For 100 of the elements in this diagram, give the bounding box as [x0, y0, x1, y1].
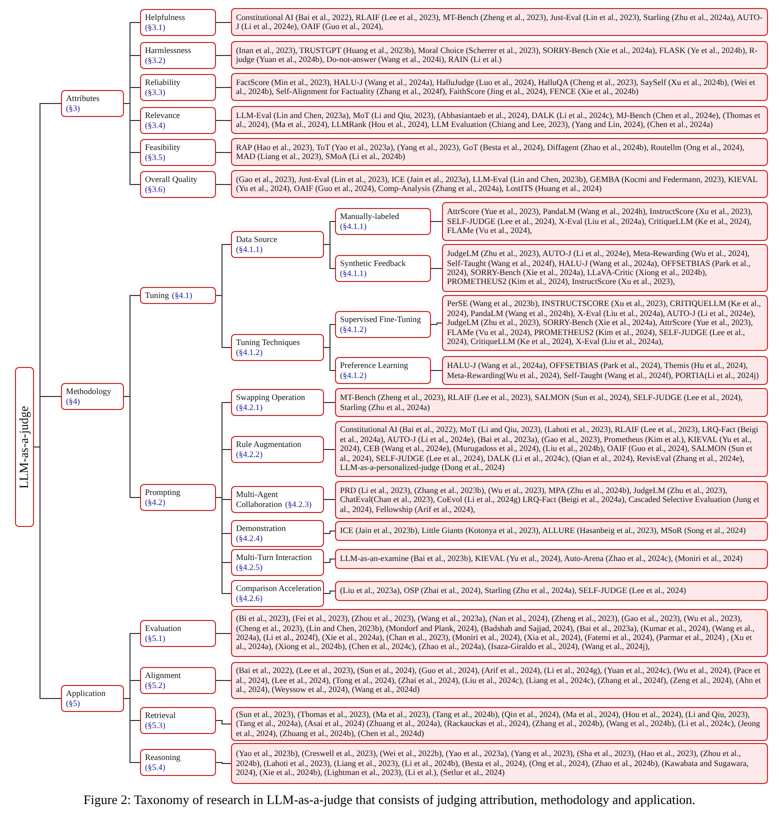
category-label: Swapping Operation: [236, 392, 306, 402]
section-ref: (§5.4): [145, 762, 166, 772]
citation-list: PerSE (Wang et al., 2023b), INSTRUCTSCORE (Xu et al., 2023), CRITIQUELLM (Ke et al., 2024), PandaLM (Wang et al., 2024h), X-Eval (Liu et al., 2024a), AUTO-J (Li et al., 2024e), JudgeLM (Zhu et al., 2023), SORRY-Bench (Xie et al., 2024a), AttrScore (Yue et al., 2023), FLAMe (Vu et al., 2024), PROMETHEUS2 (Kim et al., 2024), SELF-JUDGE (Lee et al., 2024), CritiqueLLM (Ke et al., 2024), X-Eval (Liu et al., 2024a),: [447, 299, 763, 347]
category-label: Rule Augmentation: [236, 440, 302, 450]
citation-list: (Bai et al., 2022), (Lee et al., 2023), (Sun et al., 2024), (Guo et al., 2024), (Arif et al., 2024), (Li et al., 2024g), (Yuan et al., 2024c), (Wu et al., 2024), (Pace et al., 2024), (Lee et al., 2024), (Tong et al., 2024), (Zhai et al., 2024), (Liu et al., 2024c), (Liang et al., 2024c), (Zhang et al., 2024f), (Zeng et al., 2024), (Ahn et al., 2024), (Weyssow et al., 2024), (Wang et al., 2024d): [236, 666, 763, 695]
category-box: [231, 334, 324, 361]
reference-box: [231, 170, 768, 198]
tree-connector: [324, 449, 336, 450]
category-box: [140, 139, 216, 166]
section-ref: (§4): [66, 396, 81, 406]
category-label: Alignment: [145, 670, 182, 680]
section-ref: (§4.2.2): [236, 450, 264, 460]
tree-connector: [216, 762, 232, 764]
section-ref: (§3.3): [145, 88, 166, 98]
category-box: [140, 107, 216, 134]
category-label: Prompting: [145, 488, 182, 498]
section-ref: (§4.1.2): [340, 370, 368, 380]
category-box: [231, 580, 324, 607]
citation-list: (Gao et al., 2023), Just-Eval (Lin et al., 2023), ICE (Jain et al., 2023a), LLM-Eval (Lin and Chen, 2023b), GEMBA (Kocmi and Federmann, 2023), KIEVAL (Yu et al., 2024), OAIF (Guo et al., 2024), Comp-Analysis (Zhang et al., 2024a), LostITS (Huang et al., 2024): [236, 174, 763, 194]
tree-connector: [430, 322, 442, 325]
category-label: Application: [66, 688, 107, 698]
tree-connector: [324, 530, 336, 534]
section-ref: (§5.2): [145, 680, 166, 690]
section-ref: (§3): [66, 104, 81, 114]
reference-box: [231, 138, 768, 166]
category-label: Data Source: [236, 234, 278, 244]
category-label: Synthetic Feedback: [340, 258, 407, 268]
tree-connector: [430, 221, 442, 222]
category-box: [231, 231, 324, 258]
citation-list: HALU-J (Wang et al., 2024a), OFFSETBIAS (Park et al., 2024), Themis (Hu et al., 2024), Meta-Rewarding(Wu et al., 2024), Self-Taught (Wang et al., 2024f), PORTIA(Li et al., 2024j): [447, 361, 763, 380]
category-label: Tuning Techniques: [236, 338, 301, 348]
section-ref: (§4.2): [145, 498, 166, 508]
category-label: Relevance: [145, 110, 181, 120]
category-label: Reliability: [145, 78, 182, 88]
category-box: [140, 707, 216, 734]
tree-connector: [34, 446, 62, 699]
reference-box: [335, 481, 768, 519]
citation-list: PRD (Li et al., 2023), (Zhang et al., 2023b), (Wu et al., 2023), MPA (Zhu et al., 2024b), JudgeLM (Zhu et al., 2023), ChatEval(Chan et al., 2023), CoEvol (Li et al., 2024g) LRQ-Fact (Beigi et al., 2024a), Cascaded Selective Evaluation (Jung et al., 2024), Fellowship (Arif et al., 2024),: [340, 486, 763, 514]
tree-connector: [324, 590, 336, 594]
category-label: Evaluation: [145, 624, 182, 634]
category-box: [140, 171, 216, 198]
section-ref: (§3.2): [145, 56, 166, 66]
category-box: [140, 287, 216, 304]
section-ref: (§5): [66, 698, 81, 708]
category-box: [61, 383, 124, 410]
reference-box: [231, 73, 768, 101]
citation-list: (Bi et al., 2023), (Fei et al., 2023), (Zhou et al., 2023), (Wang et al., 2023a), (Nan et al., 2024), (Zheng et al., 2023), (Gao et al., 2023), (Wu et al., 2023), (Cheng et al., 2023), (Lin and Chen, 2023b), (Mondorf and Plank, 2024), (Badshah and Sajjad, 2024), (Bai et al., 2023a), (Kumar et al., 2024), (Wang et al., 2024a), (Li et al., 2024f), (Xie et al., 2024a), (Chan et al., 2023), (Moniri et al., 2024), (Xia et al., 2024), (Fatemi et al., 2024), (Parmar et al., 2024) , (Xu et al., 2024a), (Xiong et al., 2024b), (Chen et al., 2024c), (Zhao et al., 2024a), (Isaza-Giraldo et al., 2024), (Wang et al., 2024j),: [236, 614, 763, 652]
category-box: [335, 357, 431, 384]
category-box: [61, 90, 124, 117]
category-box: [140, 620, 216, 647]
section-ref: (§4.2.5): [236, 562, 264, 572]
category-label: Retrieval: [145, 710, 177, 720]
reference-box: [231, 662, 768, 699]
citation-list: ICE (Jain et al., 2023b), Little Giants (Kotonya et al., 2023), ALLURE (Hasanbeig et al., 2023), MSoR (Song et al., 2024): [340, 526, 763, 536]
section-ref: (§4.2.6): [236, 594, 264, 604]
category-box: [140, 667, 216, 694]
category-box: [140, 749, 216, 776]
reference-box: [231, 8, 768, 36]
citation-list: MT-Bench (Zheng et al., 2023), RLAIF (Lee et al., 2023), SALMON (Sun et al., 2024), SELF-JUDGE (Lee et al., 2024), Starling (Zhu et al., 2024a): [340, 393, 763, 412]
category-label: Harmlessness: [145, 46, 192, 56]
tree-connector: [124, 103, 140, 185]
tree-connector: [216, 295, 232, 348]
tree-connector: [216, 55, 232, 56]
category-label: Overall Quality: [145, 174, 198, 184]
category-box: [335, 255, 431, 282]
reference-box: [442, 356, 768, 385]
section-ref: (§3.6): [145, 184, 166, 194]
category-box: [231, 436, 324, 463]
category-box: [231, 486, 324, 513]
tree-connector: [216, 184, 232, 185]
reference-box: [231, 41, 768, 69]
citation-list: (Sun et al., 2023), (Thomas et al., 2023), (Ma et al., 2023), (Tang et al., 2024b), (Qin et al., 2024), (Ma et al., 2024), (Hou et al., 2024), (Li and Qiu, 2023), (Tang et al., 2024a), (Asai et al., 2024) (Zhuang et al., 2024a), (Rackauckas et al., 2024), (Zhang et al., 2024b), (Wang et al., 2024b), (Li et al., 2024c), (Jeong et al., 2024), (Zhuang et al., 2024b), (Chen et al., 2024d): [236, 710, 763, 738]
reference-box: [335, 549, 768, 569]
section-ref: (§4.1.1): [236, 244, 264, 254]
category-label: Preference Learning: [340, 360, 410, 370]
citation-list: FactScore (Min et al., 2023), HALU-J (Wang et al., 2024a), HalluJudge (Luo et al., 2024), HalluQA (Cheng et al., 2023), SaySelf (Xu et al., 2024b), (Wei et al., 2024b), Self-Alignment for Factuality (Zhang et al., 2024f), FaithScore (Jing et al., 2024), FENCE (Xie et al., 2024b): [236, 78, 763, 96]
citation-list: RAP (Hao et al., 2023), ToT (Yao et al., 2023a), (Yang et al., 2023), GoT (Besta et al., 2024), Diffagent (Zhao et al., 2024b), Routellm (Ong et al., 2024), MAD (Liang et al., 2023), SMoA (Li et al., 2024b): [236, 142, 763, 162]
tree-connector: [324, 244, 336, 269]
category-label: Demonstration: [236, 524, 287, 534]
category-box: [231, 389, 324, 416]
category-label: Supervised Fine-Tuning: [340, 314, 422, 324]
citation-list: LLM-as-an-examine (Bai et al., 2023b), KIEVAL (Yu et al., 2024), Auto-Arena (Zhao et al., 2024c), (Moniri et al., 2024): [340, 554, 763, 564]
category-box: [140, 484, 216, 511]
tree-connector: [216, 120, 232, 121]
tree-connector: [324, 347, 336, 371]
citation-list: LLM-Eval (Lin and Chen, 2023a), MoT (Li and Qiu, 2023), (Abbasiantaeb et al., 2024), DALK (Li et al., 2024c), MJ-Bench (Chen et al., 2024e), (Thomas et al., 2024), (Ma et al., 2024), LLMRank (Hou et al., 2024), LLM Evaluation (Chiang and Lee, 2023), (Yang and Lin, 2024), (Chen et al., 2024a): [236, 110, 763, 130]
tree-connector: [430, 268, 442, 269]
section-ref: (§4.1.1): [340, 222, 368, 232]
citation-list: (Inan et al., 2023), TRUSTGPT (Huang et al., 2023b), Moral Choice (Scherrer et al., 2023), SORRY-Bench (Xie et al., 2024a), FLASK (Ye et al., 2024b), R-judge (Yuan et al., 2024b), Do-not-answer (Wang et al., 2024i), RAIN (Li et al.): [236, 46, 763, 64]
tree-connector: [216, 87, 232, 88]
reference-box: [335, 581, 768, 601]
tree-connector: [216, 152, 232, 153]
section-ref: (§4.1.2): [340, 324, 368, 334]
category-box: [231, 520, 324, 547]
root-label: LLM-as-a-judge: [20, 406, 30, 488]
section-ref: (§4.1): [172, 291, 192, 300]
reference-box: [335, 521, 768, 541]
category-box: [335, 208, 431, 235]
section-ref: (§4.1.1): [340, 268, 368, 278]
category-label: Multi-Turn Interaction: [236, 552, 313, 562]
